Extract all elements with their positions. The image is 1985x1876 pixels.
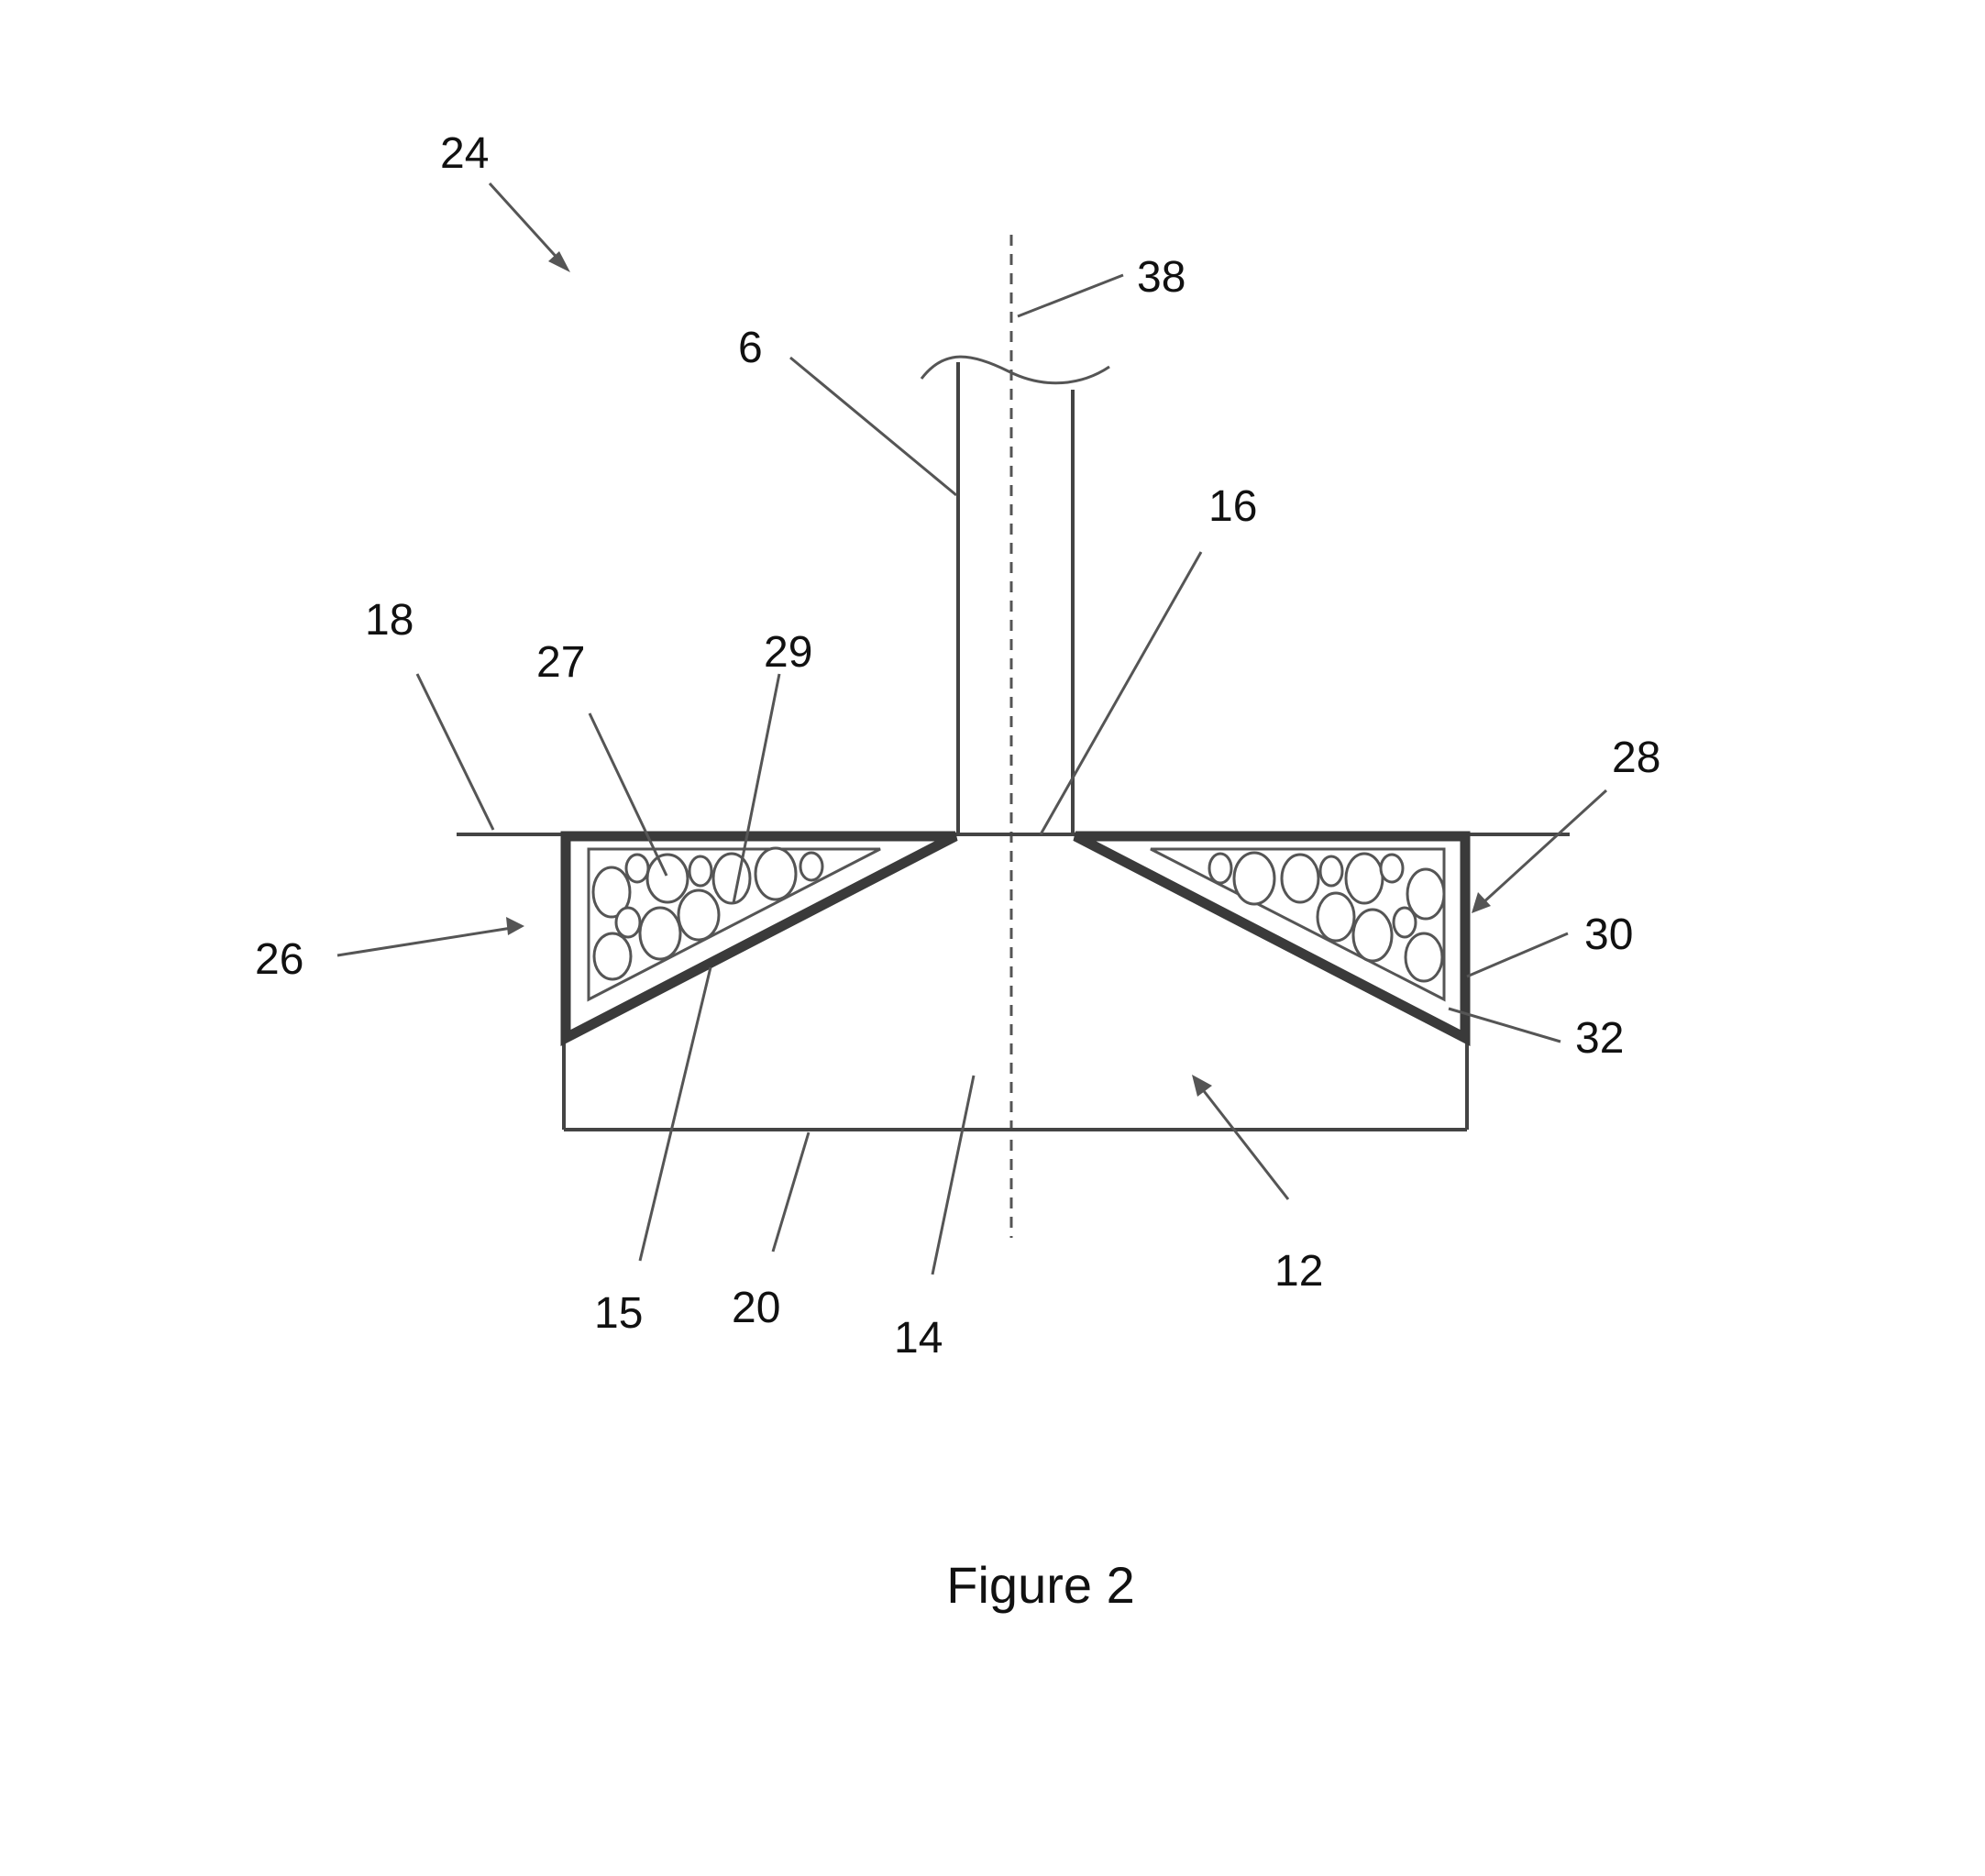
label-32: 32 <box>1575 1014 1624 1063</box>
label-16: 16 <box>1208 482 1257 531</box>
label-15: 15 <box>594 1289 643 1338</box>
label-38: 38 <box>1137 253 1185 302</box>
label-20: 20 <box>732 1284 780 1332</box>
arrows <box>336 182 1608 1200</box>
shaft-break-curve <box>920 355 1110 385</box>
label-30: 30 <box>1584 910 1633 959</box>
leader-32 <box>1448 1007 1561 1043</box>
left-ballast-bubbles <box>591 846 824 981</box>
leader-20 <box>771 1131 811 1253</box>
right-inner-container <box>1150 847 1446 1002</box>
reference-numerals: 24 38 6 16 18 27 29 28 26 30 32 15 20 14… <box>255 129 1660 1363</box>
leader-27 <box>588 712 668 877</box>
leader-15 <box>638 966 712 1262</box>
arrow-26 <box>336 917 524 957</box>
leader-29 <box>732 673 781 904</box>
label-29: 29 <box>764 628 812 677</box>
left-compartment <box>560 831 958 1047</box>
label-24: 24 <box>440 129 489 178</box>
leader-18 <box>415 673 495 831</box>
label-27: 27 <box>536 638 585 687</box>
right-ballast-bubbles <box>1208 851 1446 983</box>
label-6: 6 <box>738 324 763 372</box>
figure-caption: Figure 2 <box>946 1556 1134 1614</box>
label-18: 18 <box>365 596 414 645</box>
label-26: 26 <box>255 935 303 984</box>
shaft <box>920 355 1110 834</box>
arrow-24 <box>488 182 570 272</box>
leader-30 <box>1466 932 1569 978</box>
left-inner-container <box>587 847 881 1002</box>
label-28: 28 <box>1612 734 1660 782</box>
arrow-28 <box>1472 789 1608 913</box>
leader-lines <box>415 273 1569 1275</box>
leader-14 <box>931 1075 976 1275</box>
base-body <box>562 833 1469 1131</box>
arrow-12 <box>1192 1075 1290 1200</box>
right-compartment <box>1073 831 1471 1047</box>
label-12: 12 <box>1274 1247 1323 1296</box>
leader-38 <box>1017 273 1124 318</box>
label-14: 14 <box>894 1314 943 1363</box>
leader-16 <box>1039 551 1203 835</box>
leader-6 <box>789 356 957 497</box>
